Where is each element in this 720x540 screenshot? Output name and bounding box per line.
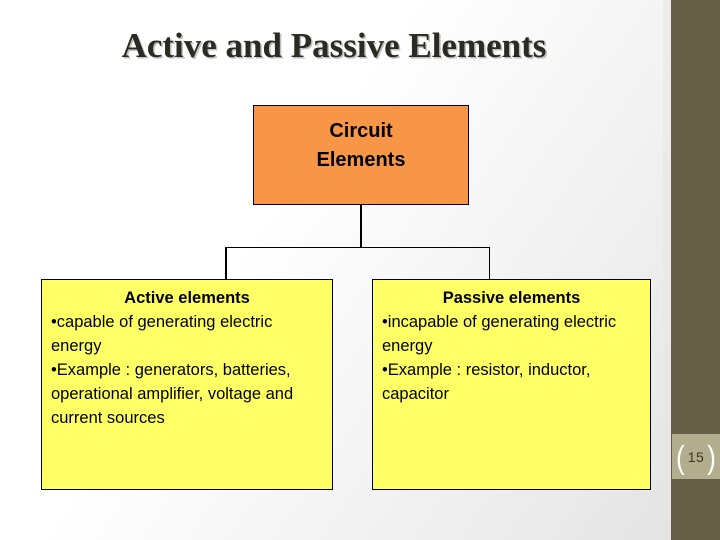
active-elements-body: •capable of generating electric energy •… bbox=[51, 313, 294, 427]
connector-stem bbox=[360, 205, 362, 248]
connector-horizontal bbox=[225, 246, 490, 248]
page-number-value: 15 bbox=[687, 448, 705, 465]
connector-drop-left bbox=[225, 246, 227, 280]
active-elements-heading: Active elements bbox=[124, 289, 250, 307]
diagram-node-passive-elements[interactable]: Passive elements •incapable of generatin… bbox=[372, 279, 651, 490]
diagram-node-active-elements[interactable]: Active elements •capable of generating e… bbox=[41, 279, 333, 490]
connector-drop-right bbox=[488, 246, 490, 280]
sidebar-gutter bbox=[663, 0, 671, 540]
bracket-left-icon: ( bbox=[676, 437, 685, 476]
page-number-badge: ( 15 ) bbox=[672, 434, 720, 479]
bracket-right-icon: ) bbox=[707, 437, 716, 476]
passive-elements-body: •incapable of generating electric energy… bbox=[382, 313, 617, 403]
diagram-node-root[interactable]: Circuit Elements bbox=[253, 105, 469, 205]
passive-elements-heading: Passive elements bbox=[442, 289, 581, 307]
root-label-line-1: Circuit bbox=[329, 120, 393, 142]
root-label-line-2: Elements bbox=[316, 149, 406, 171]
page-title: Active and Passive Elements bbox=[121, 26, 547, 65]
